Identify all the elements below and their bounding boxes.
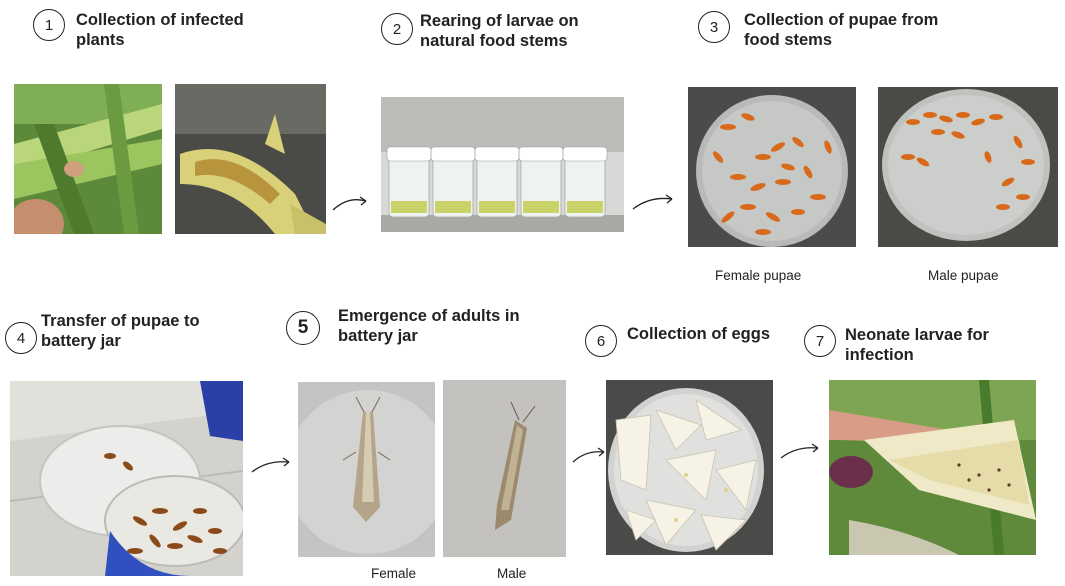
step-4-number: 4 [5, 322, 37, 354]
step-2-title: Rearing of larvae on natural food stems [420, 12, 579, 50]
step-1-title: Collection of infected plants [76, 11, 244, 49]
pupae-transfer-photo [10, 381, 243, 576]
eggs-collection-photo [606, 380, 773, 555]
female-adult-photo [298, 382, 435, 557]
female-pupae-caption: Female pupae [715, 268, 802, 283]
step-6-title: Collection of eggs [627, 325, 771, 343]
flow-arrow-5-icon [780, 443, 819, 459]
male-pupae-photo [878, 87, 1058, 247]
step-2-number: 2 [381, 13, 413, 45]
rearing-jars-photo [381, 97, 624, 232]
flow-arrow-2-icon [632, 194, 673, 210]
flow-arrow-1-icon [332, 196, 367, 211]
step-6-number: 6 [585, 325, 617, 357]
male-adult-photo [443, 380, 566, 557]
flow-arrow-4-icon [572, 447, 605, 463]
neonate-larvae-photo [829, 380, 1036, 555]
step-5-title: Emergence of adults in battery jar [338, 307, 520, 345]
male-caption: Male [497, 566, 527, 581]
male-pupae-caption: Male pupae [928, 268, 999, 283]
female-pupae-photo [688, 87, 856, 247]
step-1-number: 1 [33, 9, 65, 41]
infected-plants-photo [14, 84, 162, 234]
step-7-title: Neonate larvae for infection [845, 326, 989, 364]
step-3-number: 3 [698, 11, 730, 43]
female-caption: Female [371, 566, 417, 581]
step-7-number: 7 [804, 325, 836, 357]
step-5-number: 5 [286, 311, 320, 345]
step-3-title: Collection of pupae from food stems [744, 11, 939, 49]
step-4-title: Transfer of pupae to battery jar [41, 312, 200, 350]
infected-stem-photo [175, 84, 326, 234]
flow-arrow-3-icon [251, 457, 290, 473]
